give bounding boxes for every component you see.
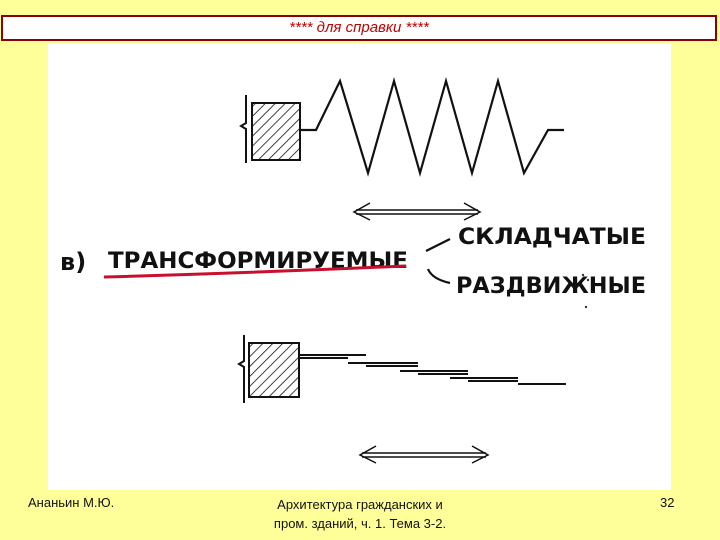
wall-block-bottom <box>248 342 300 398</box>
scanned-drawing: в) ТРАНСФОРМИРУЕМЫЕ СКЛАДЧАТЫЕ РАЗДВИЖНЫ… <box>48 43 671 490</box>
reference-banner: **** для справки **** <box>1 15 717 41</box>
sliding-partition-diagram <box>237 335 566 464</box>
label-letter: в) <box>60 248 86 276</box>
branch-line-lower <box>426 268 451 285</box>
drawing-canvas: в) ТРАНСФОРМИРУЕМЫЕ СКЛАДЧАТЫЕ РАЗДВИЖНЫ… <box>60 76 646 464</box>
wall-block-top <box>251 102 301 161</box>
wall-edge-bottom <box>237 335 245 403</box>
footer-course-title: Архитектура гражданских и пром. зданий, … <box>240 495 480 533</box>
folding-partition-diagram <box>239 76 564 221</box>
classification-text: в) ТРАНСФОРМИРУЕМЫЕ СКЛАДЧАТЫЕ РАЗДВИЖНЫ… <box>60 225 646 309</box>
label-folding: СКЛАДЧАТЫЕ <box>458 225 646 250</box>
label-sliding: РАЗДВИЖНЫЕ <box>456 274 646 299</box>
reference-banner-text: **** для справки **** <box>289 19 429 36</box>
branch-line-upper <box>425 238 451 252</box>
sliding-panels <box>300 354 566 385</box>
wall-edge-top <box>239 95 247 163</box>
red-underline <box>103 264 407 279</box>
movement-arrow-bottom <box>358 445 490 464</box>
movement-arrow-top <box>352 202 482 221</box>
label-transformable: ТРАНСФОРМИРУЕМЫЕ <box>108 249 408 274</box>
zigzag-folding-line <box>300 76 564 178</box>
footer-course-line-2: пром. зданий, ч. 1. Тема 3-2. <box>273 516 447 531</box>
footer-author: Ананьин М.Ю. <box>28 495 115 510</box>
page-number: 32 <box>660 495 675 510</box>
footer-course-line-1: Архитектура гражданских и <box>277 497 443 512</box>
